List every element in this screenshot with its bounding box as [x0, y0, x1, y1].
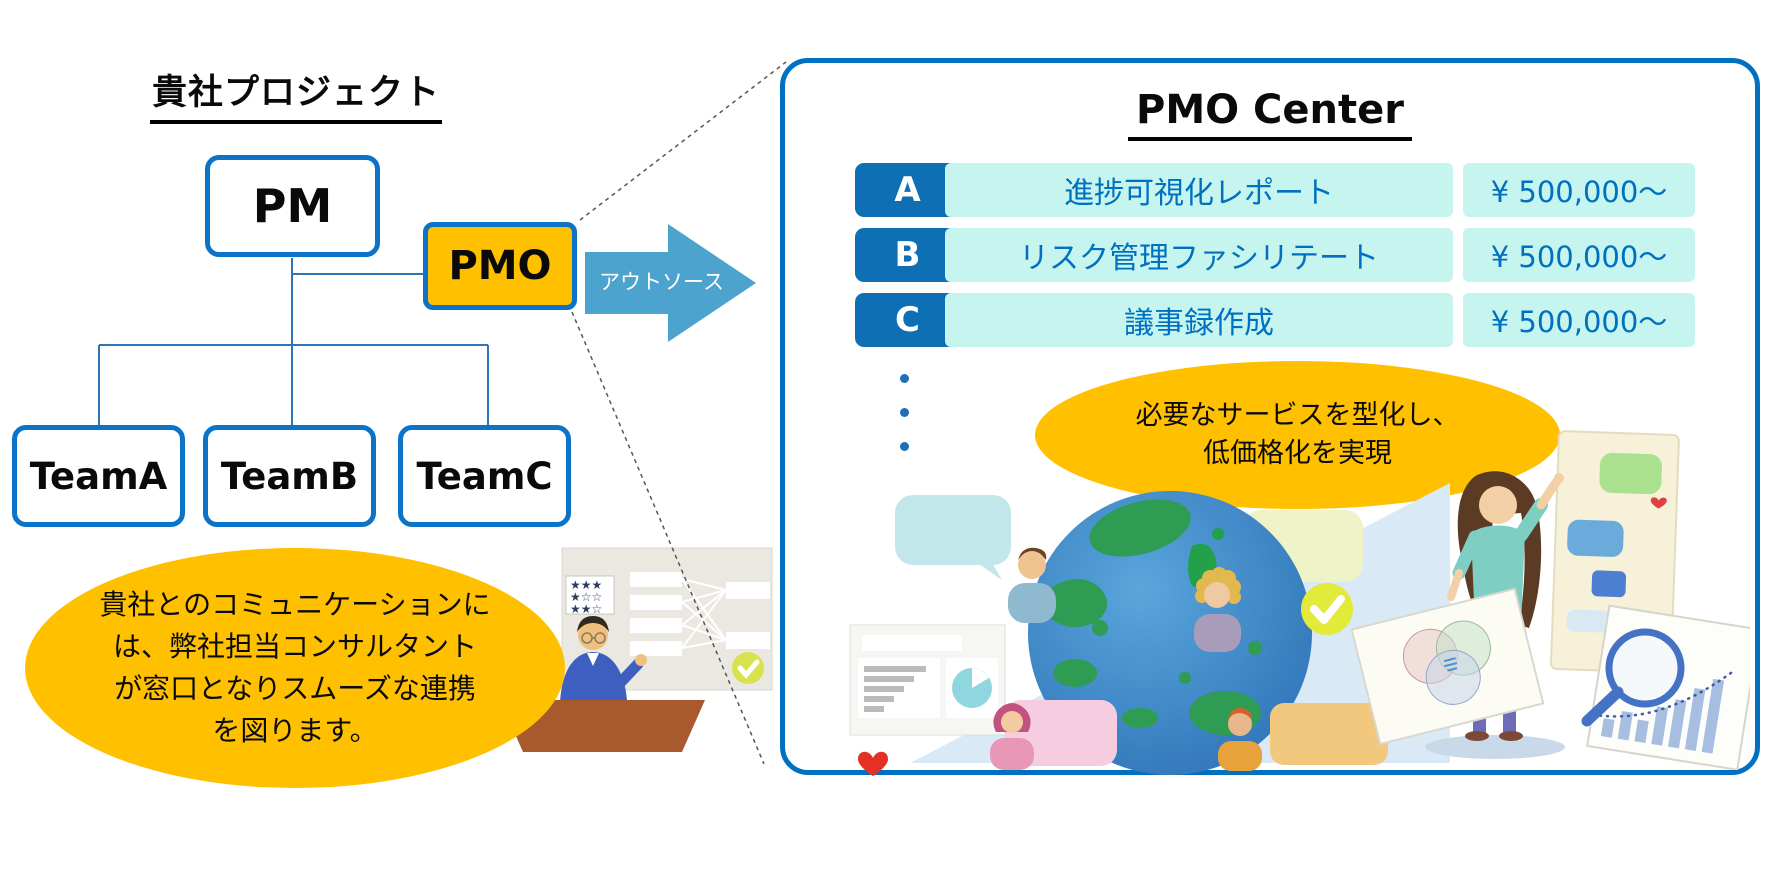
dashboard-icon	[849, 624, 1006, 736]
consultant-illustration	[1447, 471, 1564, 741]
person-icon	[1218, 708, 1262, 771]
org-chart-title: 貴社プロジェクト	[150, 64, 442, 124]
pmo-center-title-wrap: PMO Center	[785, 87, 1755, 141]
person-icon	[990, 703, 1034, 770]
communication-note-ellipse: 貴社とのコミュニケーションに は、弊社担当コンサルタント が窓口となりスムーズな…	[25, 548, 565, 788]
dot-icon	[900, 408, 909, 417]
highlight-line: 必要なサービスを型化し、	[1135, 400, 1460, 431]
check-icon	[1301, 583, 1353, 635]
magnifier-icon	[1581, 628, 1685, 727]
presenter-icon	[560, 616, 647, 702]
heart-icon	[858, 751, 888, 776]
analysis-illustration	[1350, 430, 1750, 770]
outsource-arrow-icon	[585, 224, 756, 342]
person-icon	[1008, 547, 1056, 623]
service-c-label: C	[855, 293, 960, 347]
person-icon	[1194, 567, 1241, 652]
shadow	[1425, 735, 1565, 759]
pm-box: PM	[205, 155, 380, 257]
svg-text:★★★: ★★★	[570, 578, 602, 592]
service-b-label: B	[855, 228, 960, 282]
svg-text:★★☆: ★★☆	[570, 602, 602, 616]
note-line: は、弊社担当コンサルタント	[112, 630, 477, 663]
service-b-price: ¥ 500,000〜	[1463, 228, 1695, 282]
dot-icon	[900, 442, 909, 451]
dot-icon	[900, 374, 909, 383]
note-line: 貴社とのコミュニケーションに	[99, 588, 491, 621]
more-services-dots	[900, 374, 909, 451]
speech-bubble-icon	[895, 495, 1011, 580]
service-a-label: A	[855, 163, 960, 217]
service-c-name: 議事録作成	[945, 293, 1453, 347]
team-b-box: TeamB	[203, 425, 376, 527]
star-rating-icon: ★★★ ★☆☆ ★★☆	[570, 578, 602, 616]
zoom-guide-lines	[571, 61, 787, 765]
presenter-illustration: ★★★ ★☆☆ ★★☆	[500, 547, 773, 752]
note-line: を図ります。	[212, 714, 378, 747]
desk-icon	[500, 700, 705, 752]
pricing-highlight-ellipse: 必要なサービスを型化し、 低価格化を実現	[1035, 361, 1560, 509]
check-icon	[732, 652, 764, 684]
pmo-box: PMO	[423, 222, 577, 310]
service-a-name: 進捗可視化レポート	[945, 163, 1453, 217]
service-a-price: ¥ 500,000〜	[1463, 163, 1695, 217]
heart-icon	[1650, 497, 1667, 509]
team-c-box: TeamC	[398, 425, 571, 527]
team-a-box: TeamA	[12, 425, 185, 527]
service-b-name: リスク管理ファシリテート	[945, 228, 1453, 282]
outsource-arrow-label: アウトソース	[599, 270, 724, 294]
service-c-price: ¥ 500,000〜	[1463, 293, 1695, 347]
org-connectors	[98, 258, 489, 425]
venn-diagram-icon	[1350, 587, 1545, 746]
speech-bubble-icon	[1270, 703, 1388, 765]
pmo-center-panel: PMO Center A 進捗可視化レポート ¥ 500,000〜 B リスク管…	[780, 58, 1760, 776]
svg-text:★☆☆: ★☆☆	[570, 590, 602, 604]
pmo-center-title: PMO Center	[1128, 87, 1412, 141]
note-line: が窓口となりスムーズな連携	[114, 672, 476, 705]
global-communication-illustration	[849, 483, 1450, 776]
highlight-line: 低価格化を実現	[1203, 438, 1392, 469]
